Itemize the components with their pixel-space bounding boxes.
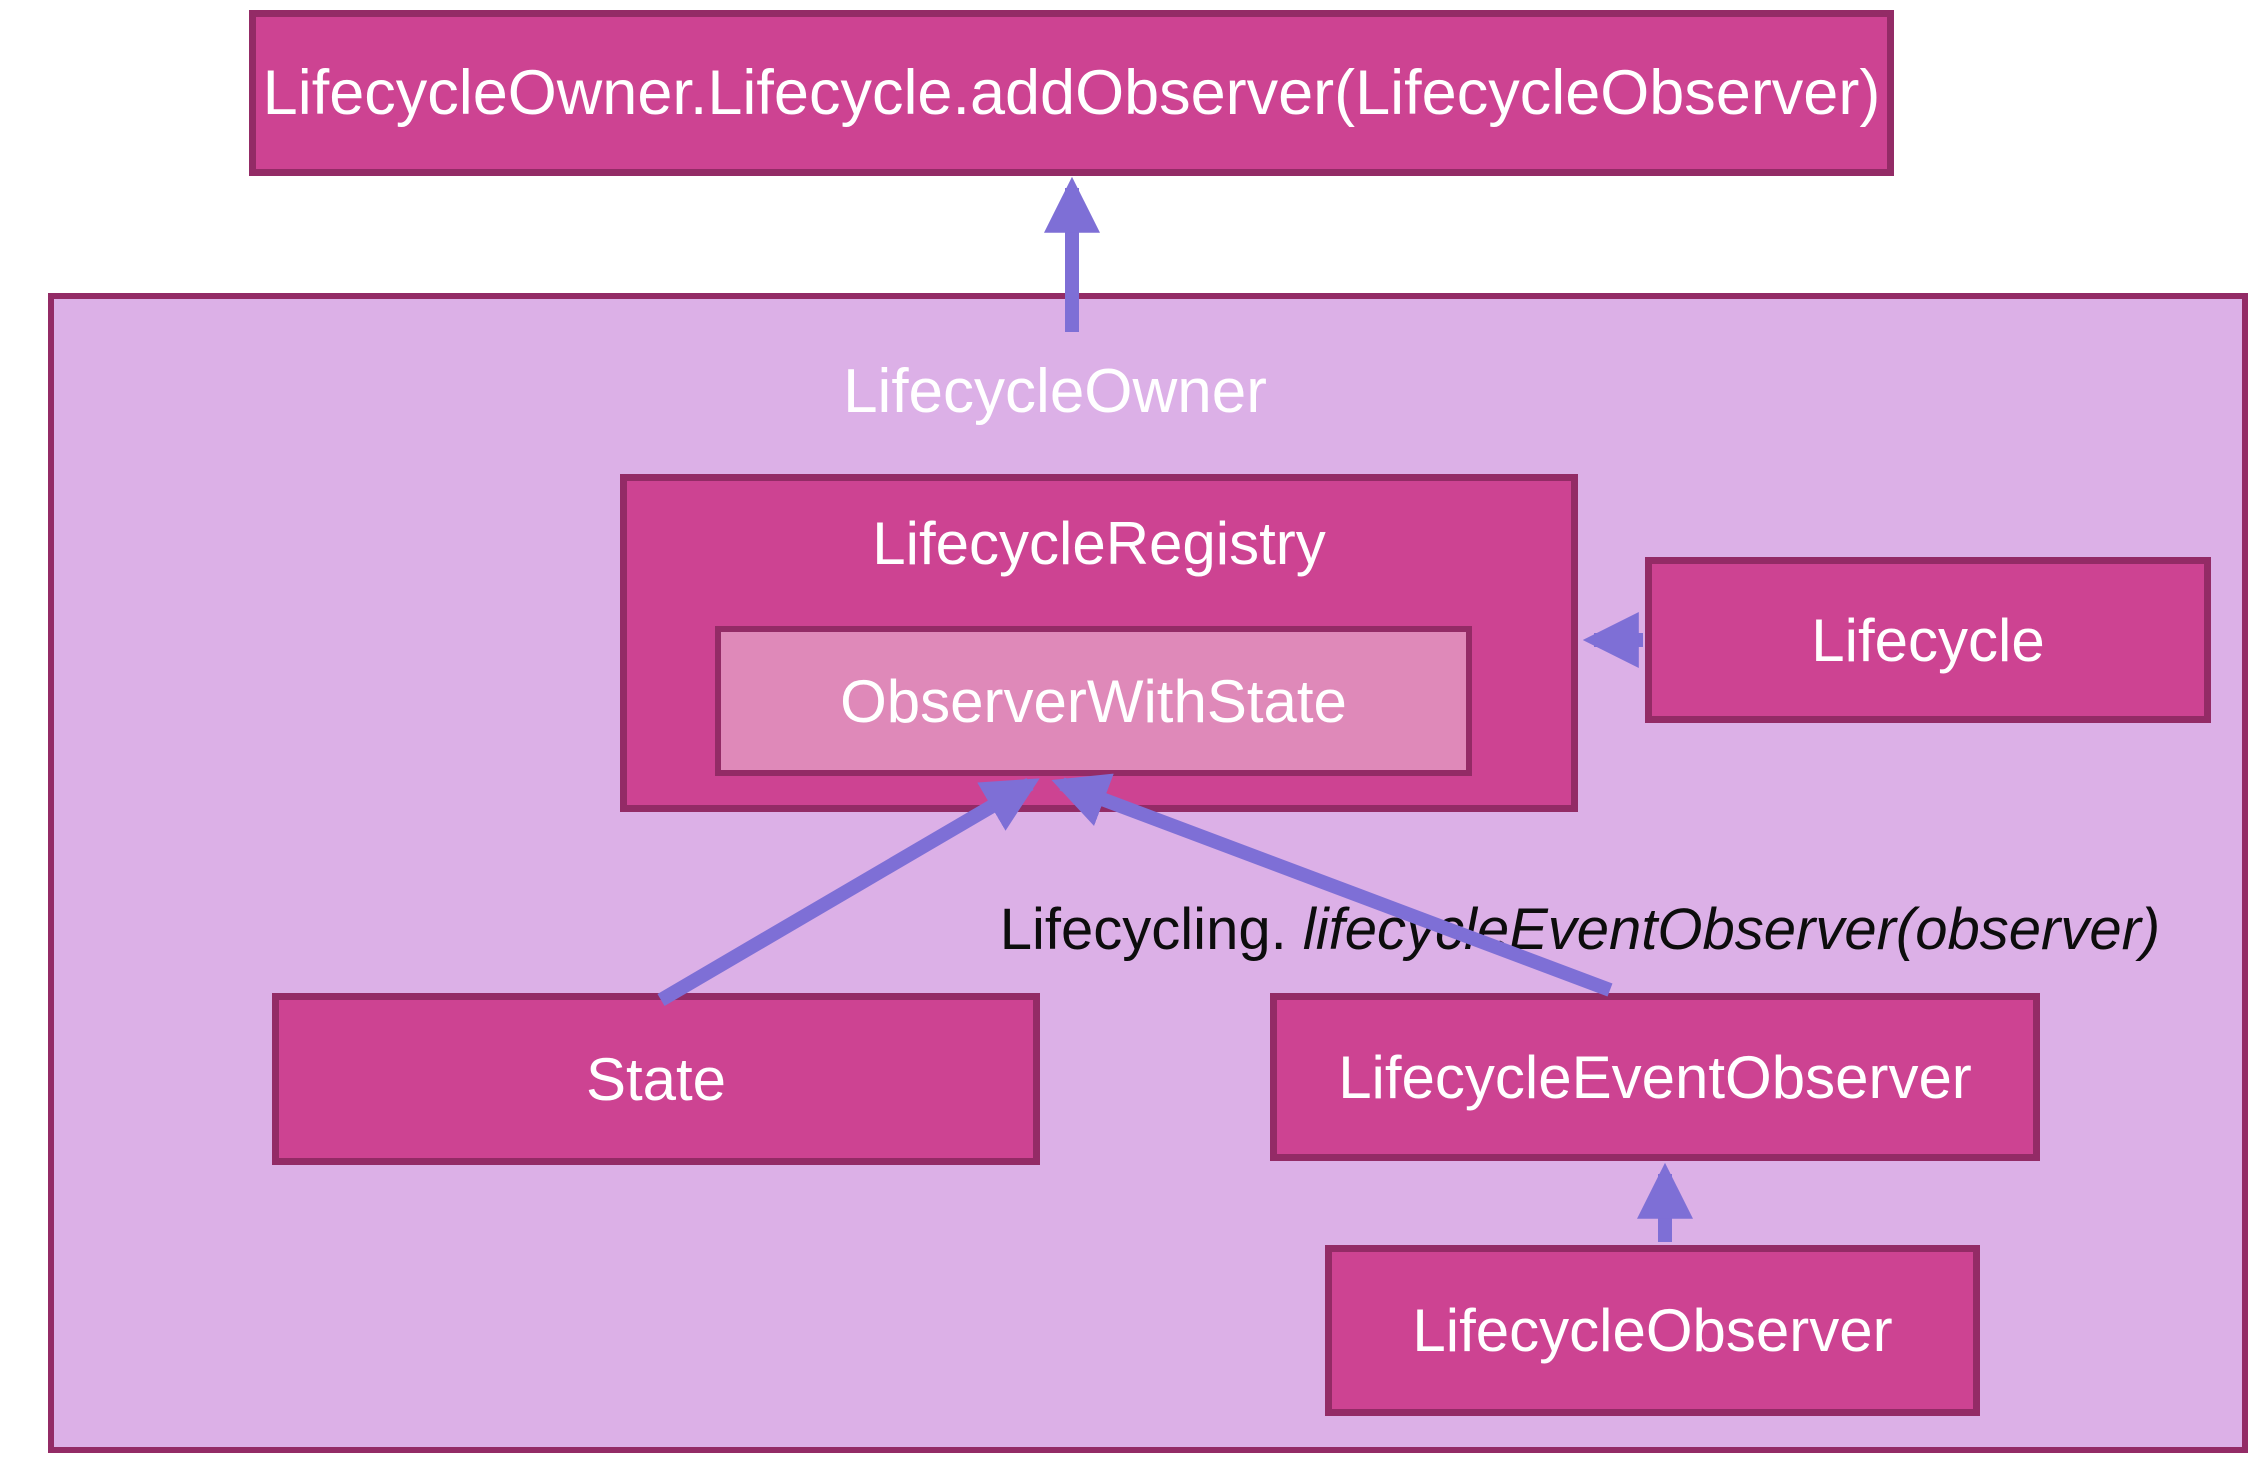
lifecycle-observer-label: LifecycleObserver [1412,1297,1893,1364]
lifecycle-event-observer-label: LifecycleEventObserver [1338,1043,1972,1111]
lifecycling-annotation-italic: lifecycleEventObserver(observer) [1302,897,2161,962]
lifecycle-label: Lifecycle [1811,606,2045,674]
add-observer-call-box: LifecycleOwner.Lifecycle.addObserver(Lif… [249,10,1894,176]
lifecycling-annotation: Lifecycling. lifecycleEventObserver(obse… [930,888,2230,972]
lifecycle-observer-box: LifecycleObserver [1325,1245,1980,1416]
state-box: State [272,993,1040,1165]
state-label: State [585,1045,727,1113]
lifecycle-owner-label: LifecycleOwner [843,357,1267,426]
observer-with-state-box: ObserverWithState [715,626,1472,776]
observer-with-state-label: ObserverWithState [840,667,1347,735]
lifecycle-registry-label: LifecycleRegistry [872,510,1326,577]
lifecycle-box: Lifecycle [1645,557,2211,723]
lifecycle-event-observer-box: LifecycleEventObserver [1270,993,2040,1161]
lifecycling-annotation-prefix: Lifecycling. [999,897,1303,962]
add-observer-call-label: LifecycleOwner.Lifecycle.addObserver(Lif… [262,58,1881,128]
